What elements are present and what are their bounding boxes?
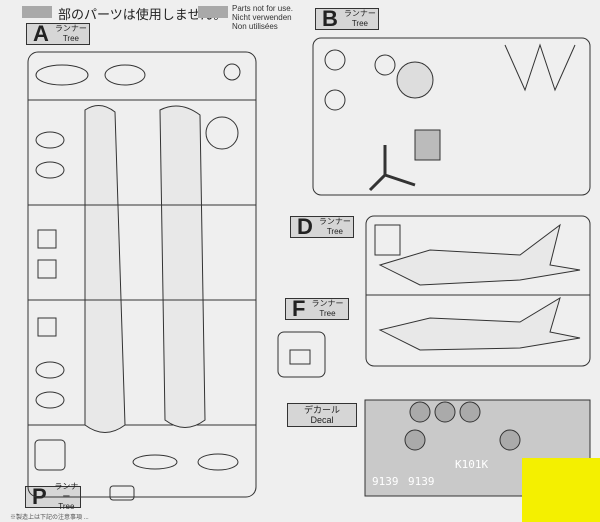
wing-left bbox=[84, 105, 126, 433]
propeller bbox=[368, 145, 416, 192]
tree-en: Tree bbox=[62, 34, 79, 43]
tree-letter: F bbox=[292, 296, 306, 321]
engine bbox=[396, 61, 434, 99]
tree-en: Tree bbox=[351, 19, 368, 28]
footer-note: ※製造上は下記の注意事項 ... bbox=[10, 515, 89, 521]
unused-notice-jp: 部のパーツは使用しません。 bbox=[58, 7, 227, 22]
tree-jp: ランナー bbox=[343, 9, 376, 18]
notice-fr: Non utilisées bbox=[232, 22, 278, 31]
decal-jp: デカール bbox=[303, 405, 340, 415]
notice-en: Parts not for use. bbox=[232, 4, 293, 13]
part-a-6 bbox=[205, 116, 239, 150]
unused-swatch-2 bbox=[198, 6, 228, 18]
sprue-d-frame bbox=[365, 215, 591, 367]
tree-letter: B bbox=[322, 6, 338, 31]
tree-en: Tree bbox=[326, 227, 343, 236]
modeling-madness-logo bbox=[522, 458, 600, 522]
decal-marking: 9139 bbox=[372, 475, 399, 488]
decal-marking: 9139 bbox=[408, 475, 435, 488]
tree-en: Tree bbox=[58, 502, 75, 511]
decal-en: Decal bbox=[310, 415, 334, 425]
tree-jp: ランナー bbox=[54, 24, 87, 33]
tree-jp: ランナー bbox=[311, 299, 344, 308]
fuselage-left bbox=[378, 223, 581, 286]
tree-letter: A bbox=[33, 21, 49, 46]
sprue-b-frame bbox=[312, 37, 591, 196]
part-a-2 bbox=[104, 64, 146, 86]
sprue-a-frame bbox=[27, 51, 257, 498]
part-a-1 bbox=[35, 64, 89, 86]
tree-en: Tree bbox=[319, 309, 336, 318]
tree-jp: ランナー bbox=[318, 217, 351, 226]
notice-de: Nicht verwenden bbox=[232, 13, 292, 22]
wing-right bbox=[159, 105, 206, 428]
tree-letter: D bbox=[297, 214, 313, 239]
decal-marking: K101K bbox=[455, 458, 489, 471]
unused-swatch bbox=[22, 6, 52, 18]
unused-notice-en: Parts not for use. Nicht verwenden Non u… bbox=[232, 4, 293, 31]
sprue-f-part bbox=[277, 331, 326, 378]
fuselage-right bbox=[378, 296, 581, 351]
